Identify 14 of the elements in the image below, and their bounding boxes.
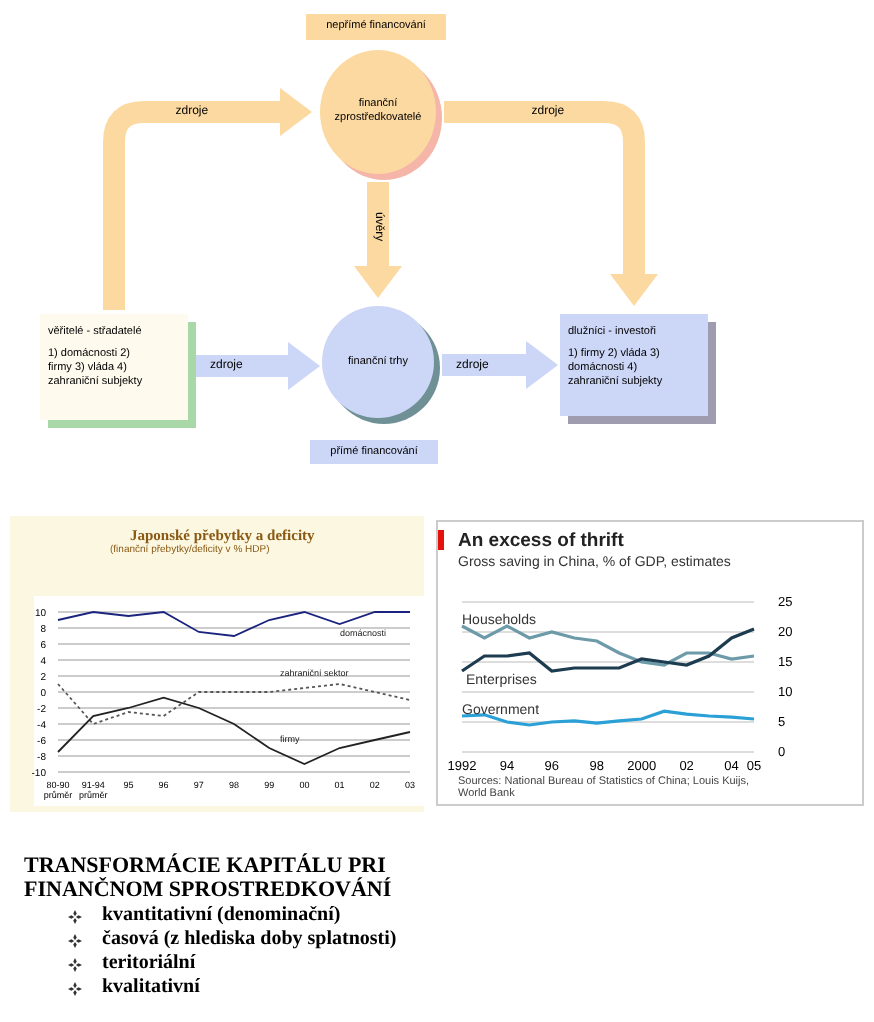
block-arrow	[444, 101, 658, 306]
block-arrow	[196, 342, 320, 390]
list-item: teritoriální	[102, 952, 196, 977]
chart-title: An excess of thrift	[458, 530, 624, 552]
label-band	[306, 14, 446, 40]
sector-box	[40, 314, 188, 420]
list-item: kvantitativní (denominační)	[102, 904, 341, 929]
list-item: kvalitativní	[102, 976, 200, 1001]
label-band	[310, 440, 438, 464]
sector-box	[560, 314, 708, 416]
list-item: časová (z hlediska doby splatnosti)	[102, 928, 397, 953]
heading: TRANSFORMÁCIE KAPITÁLU PRI FINANČNOM SPROSTREDKOVÁNÍ	[24, 856, 394, 903]
block-arrow	[354, 182, 402, 298]
block-arrow	[103, 88, 312, 310]
